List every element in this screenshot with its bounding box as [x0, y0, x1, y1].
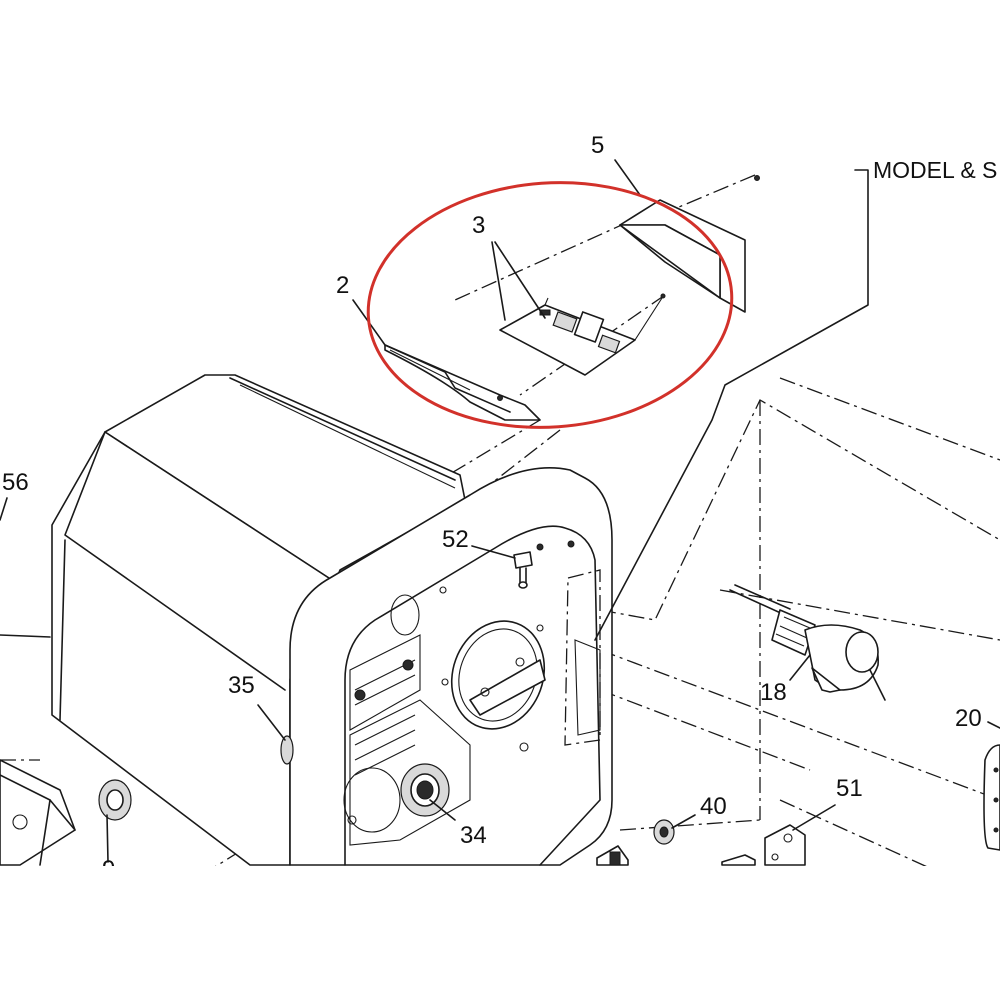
label-part-52: 52: [442, 526, 469, 553]
label-part-20: 20: [955, 705, 982, 732]
main-housing: [51, 374, 613, 866]
leader-lines: [0, 159, 1000, 831]
label-part-18: 18: [760, 679, 787, 706]
crop-mask: [0, 866, 1000, 1000]
highlight-circle: [366, 181, 734, 429]
label-part-35: 35: [228, 672, 255, 699]
label-part-5: 5: [591, 132, 604, 159]
label-part-34: 34: [460, 822, 487, 849]
sensor-component: [729, 584, 886, 701]
small-parts: [0, 540, 1000, 866]
label-part-2: 2: [336, 272, 349, 299]
label-part-3: 3: [472, 212, 485, 239]
label-part-51: 51: [836, 775, 863, 802]
label-part-40: 40: [700, 793, 727, 820]
label-part-56: 56: [2, 469, 29, 496]
model-serial-label: MODEL & S: [873, 157, 997, 183]
circuit-board-assembly: [384, 175, 760, 421]
